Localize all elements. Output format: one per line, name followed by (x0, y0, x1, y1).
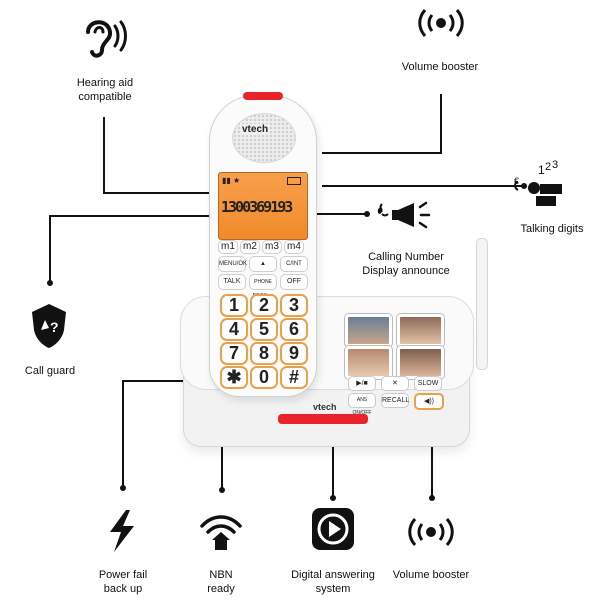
back-key[interactable]: C/INT BACK (280, 256, 308, 281)
memory-key-4[interactable]: m4 (284, 240, 304, 254)
volume-booster-top-label: Volume booster (401, 61, 479, 73)
digit-key-9[interactable]: 9 (280, 342, 308, 365)
digit-key-0[interactable]: 0 (250, 366, 278, 389)
nbn-wifi-home-icon (200, 515, 242, 550)
recall-button[interactable]: RECALL (381, 393, 409, 408)
base-brand: vtech (313, 402, 337, 412)
hearing-connector-v (103, 117, 105, 193)
digit-key-2[interactable]: 2 (250, 294, 278, 317)
talking-digits-label: Talking digits (520, 223, 584, 235)
answer-onoff-button[interactable]: ANS ON/OFF (348, 393, 376, 416)
base-red-strip (278, 414, 368, 424)
volume-bottom-dot (429, 495, 435, 501)
handset-display (218, 172, 308, 240)
digit-key-8[interactable]: 8 (250, 342, 278, 365)
volume-booster-bottom-label: Volume booster (392, 569, 470, 581)
power-fail-label: Power fail back up (98, 569, 148, 595)
lightning-bolt-icon (110, 510, 134, 552)
display-signal-icon: ▮▮ ★ (222, 176, 241, 185)
volume-bottom-connector (431, 404, 433, 500)
phonebook-key[interactable]: PHONE BOOK ▼ (249, 274, 277, 299)
power-connector-v (122, 380, 124, 488)
call-guard-dot (47, 280, 53, 286)
memory-key-3[interactable]: m3 (262, 240, 282, 254)
digit-key-7[interactable]: 7 (220, 342, 248, 365)
display-battery-icon (287, 177, 301, 185)
digit-key-6[interactable]: 6 (280, 318, 308, 341)
call-guard-connector-v (49, 215, 51, 283)
base-antenna (476, 238, 488, 370)
photo-speed-dial-1[interactable] (345, 314, 392, 347)
talking-digits-dot (521, 183, 527, 189)
volume-booster-icon (418, 9, 464, 37)
talking-digits-icon: 1 2 3 € (514, 160, 562, 206)
talking-digits-connector (322, 185, 524, 187)
photo-speed-dial-4[interactable] (397, 346, 444, 379)
call-guard-connector-h (49, 215, 227, 217)
volume-top-connector-h (322, 152, 442, 154)
memory-key-1[interactable]: m1 (218, 240, 238, 254)
talk-key[interactable]: TALK (218, 274, 246, 290)
megaphone-icon (377, 201, 431, 229)
base-volume-button[interactable]: ◀)) (414, 393, 444, 410)
svg-text:€: € (514, 176, 519, 186)
redial-key[interactable]: ▲ REDIAL (249, 256, 277, 281)
photo-speed-dial-3[interactable] (345, 346, 392, 379)
star-key[interactable]: ✱ (220, 366, 248, 389)
memory-key-2[interactable]: m2 (240, 240, 260, 254)
handset-brand: vtech (240, 124, 271, 135)
play-button-icon (312, 508, 354, 550)
volume-top-connector-v (440, 94, 442, 154)
menu-ok-key[interactable]: MENU/OK (218, 256, 247, 272)
handset-speaker (232, 113, 296, 163)
digit-key-5[interactable]: 5 (250, 318, 278, 341)
nbn-dot (219, 487, 225, 493)
power-dot (120, 485, 126, 491)
off-key[interactable]: OFF (280, 274, 308, 290)
nbn-connector (221, 446, 223, 490)
handset-red-strip (243, 92, 283, 100)
svg-text:2: 2 (545, 161, 551, 173)
svg-text:?: ? (50, 319, 59, 335)
hearing-aid-label: Hearing aid compatible (76, 77, 134, 103)
calling-number-dot (364, 211, 370, 217)
svg-text:1: 1 (538, 163, 545, 177)
answering-system-label: Digital answering system (291, 569, 375, 595)
call-guard-label: Call guard (24, 365, 76, 377)
ear-icon (86, 20, 127, 58)
digit-key-4[interactable]: 4 (220, 318, 248, 341)
display-number: 1300369193 (221, 198, 293, 216)
nbn-label: NBN ready (207, 569, 235, 595)
answering-dot (330, 495, 336, 501)
photo-speed-dial-2[interactable] (397, 314, 444, 347)
play-stop-button[interactable]: ▶/■ (348, 376, 376, 391)
svg-text:3: 3 (552, 160, 558, 171)
volume-booster-bottom-icon (408, 518, 454, 546)
digit-key-3[interactable]: 3 (280, 294, 308, 317)
call-guard-shield-icon: ? (32, 304, 66, 348)
hearing-connector-h (103, 192, 233, 194)
hash-key[interactable]: # (280, 366, 308, 389)
power-connector-h (122, 380, 210, 382)
calling-number-connector (292, 213, 366, 215)
digit-key-1[interactable]: 1 (220, 294, 248, 317)
slow-button[interactable]: SLOW (414, 376, 442, 391)
delete-button[interactable]: ✕ (381, 376, 409, 391)
calling-number-label: Calling Number Display announce (362, 251, 450, 277)
